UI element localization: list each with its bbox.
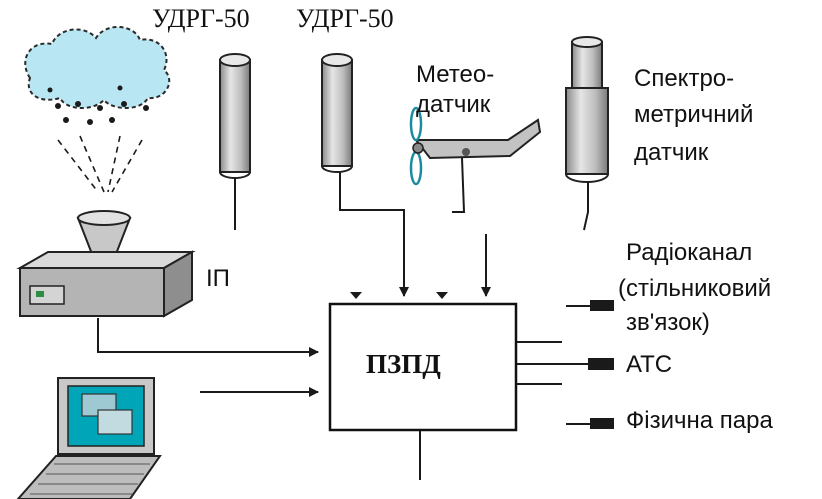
- laptop-icon: [16, 377, 162, 499]
- meteo-sensor-icon: [409, 106, 542, 213]
- detector-tube-icon: [219, 53, 251, 230]
- ip-label: ІП: [206, 265, 230, 292]
- spectrometric-sensor-icon: [565, 36, 609, 231]
- udrg-left-label: УДРГ-50: [152, 4, 250, 33]
- spectro-label-line3: датчик: [634, 139, 709, 166]
- radio-label-line3: зв'язок): [626, 309, 710, 336]
- udrg-right-label: УДРГ-50: [296, 4, 394, 33]
- sampler-device-icon: [16, 210, 196, 318]
- physical-pair-label: Фізична пара: [626, 407, 773, 434]
- detector-tube-icon: [321, 53, 409, 297]
- ats-label: АТС: [626, 351, 673, 378]
- meteo-label-line2: датчик: [416, 91, 491, 118]
- radio-label-line1: Радіоканал: [626, 239, 753, 266]
- spectro-label-line2: метричний: [634, 101, 754, 128]
- rain-cloud-icon: [24, 25, 171, 193]
- output-terminals: [588, 300, 614, 429]
- pzpd-block: [328, 302, 518, 432]
- spectro-label-line1: Спектро-: [634, 65, 735, 92]
- radio-label-line2: (стільниковий: [618, 275, 772, 302]
- connection-lines: [97, 234, 590, 480]
- meteo-label-line1: Метео-: [416, 61, 495, 88]
- pzpd-label: ПЗПД: [366, 349, 441, 379]
- pzpd-input-markers: [350, 292, 448, 299]
